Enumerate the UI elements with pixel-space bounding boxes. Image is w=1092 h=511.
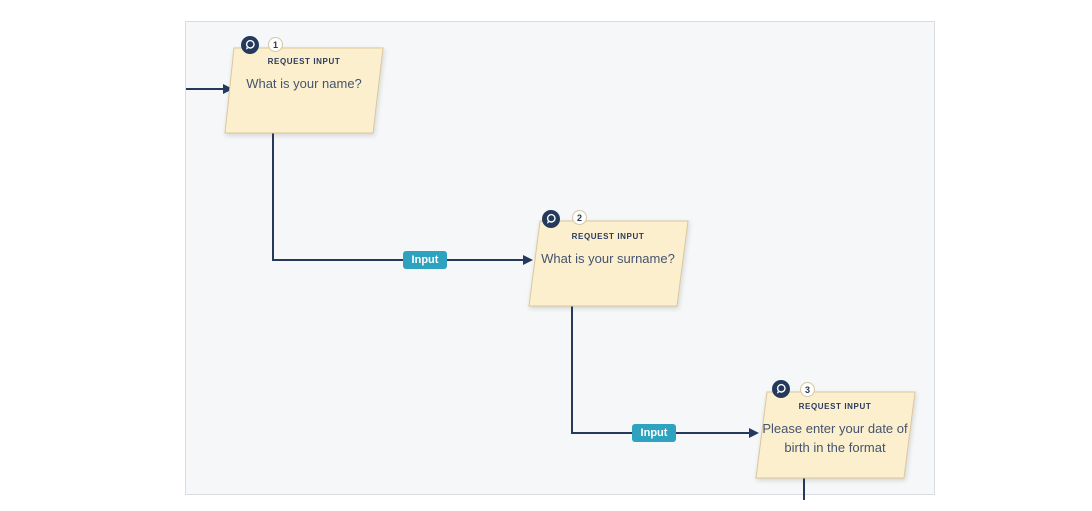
node-type-label: REQUEST INPUT <box>571 232 645 241</box>
node-message: What is your name? <box>246 76 362 91</box>
node-request-input-3[interactable]: REQUEST INPUT Please enter your date of … <box>759 401 911 457</box>
node-number-badge: 1 <box>268 37 283 52</box>
chat-bubble-icon <box>772 380 790 398</box>
node-shape-3[interactable] <box>755 391 916 479</box>
arrowhead-entry-icon <box>223 84 233 94</box>
chat-bubble-glyph <box>546 213 556 224</box>
node-number-badge: 2 <box>572 210 587 225</box>
node-type-label: REQUEST INPUT <box>267 57 341 66</box>
chat-bubble-icon <box>542 210 560 228</box>
node-message: What is your surname? <box>541 251 675 266</box>
connector-node2-node3 <box>571 306 749 434</box>
node-message-line-1: Please enter your date of <box>762 421 908 436</box>
edge-label-input-1[interactable]: Input <box>403 251 447 269</box>
node-number-badge: 3 <box>800 382 815 397</box>
arrowhead-node3-icon <box>749 428 759 438</box>
node-type-label: REQUEST INPUT <box>798 402 872 411</box>
node-shape-2[interactable] <box>528 220 689 307</box>
connector-node1-node2 <box>272 133 523 261</box>
connectors-layer <box>186 47 916 500</box>
chat-bubble-glyph <box>776 383 786 394</box>
node-request-input-2[interactable]: REQUEST INPUT What is your surname? <box>532 231 684 268</box>
edge-label-input-2[interactable]: Input <box>632 424 676 442</box>
node-message-line-2: birth in the format <box>784 440 886 455</box>
chat-bubble-glyph <box>245 39 255 50</box>
node-message: Please enter your date of birth in the f… <box>759 419 911 457</box>
arrowhead-node2-icon <box>523 255 533 265</box>
chat-bubble-icon <box>241 36 259 54</box>
node-request-input-1[interactable]: REQUEST INPUT What is your name? <box>228 56 380 93</box>
flow-canvas[interactable]: REQUEST INPUT What is your name? 1 REQUE… <box>185 21 935 500</box>
node-shape-1[interactable] <box>224 47 384 134</box>
